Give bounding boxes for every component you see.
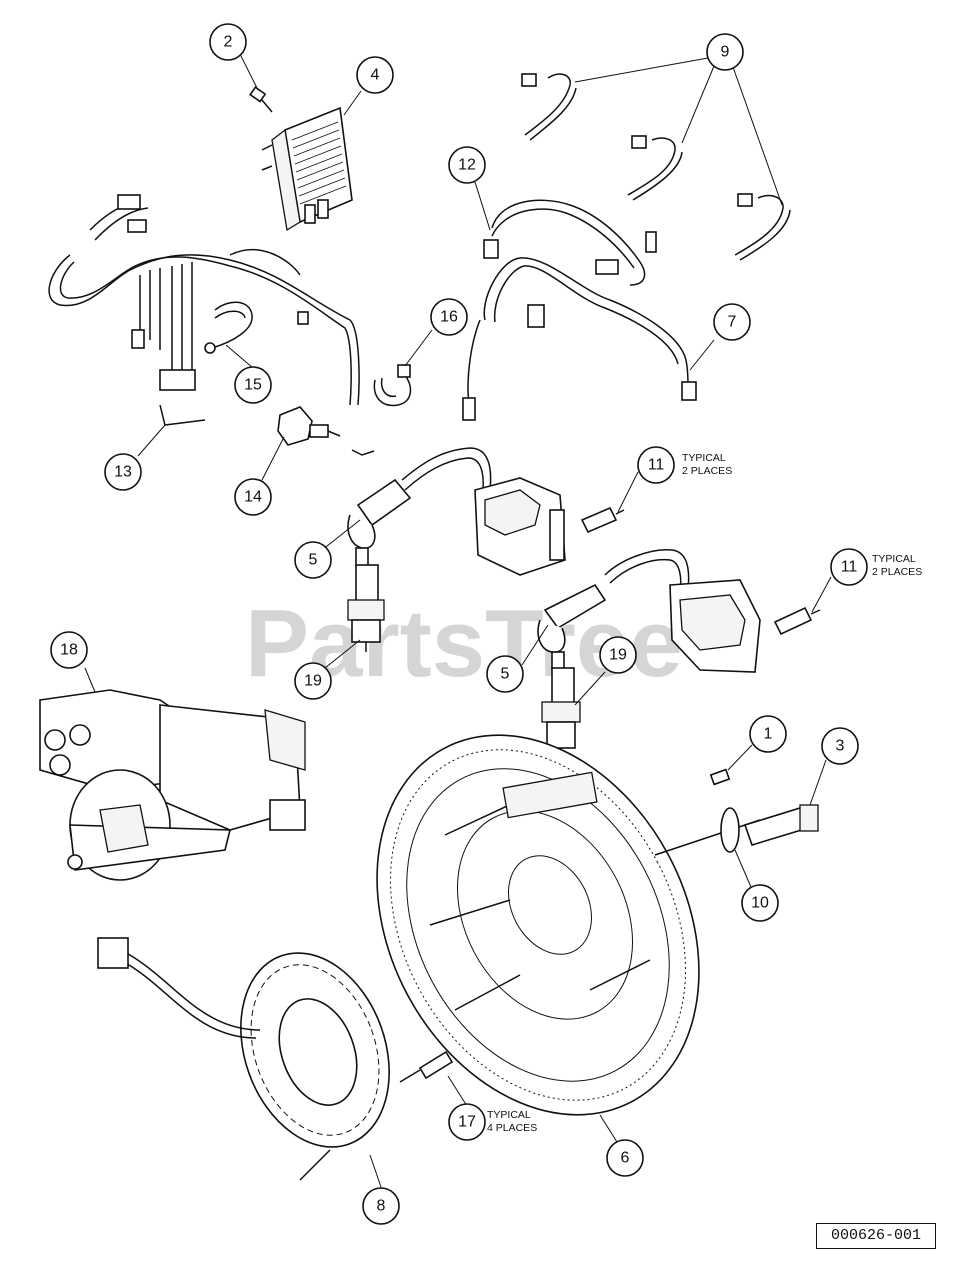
svg-text:8: 8 [377, 1198, 386, 1215]
note-11-lower-line1: TYPICAL [872, 553, 916, 565]
svg-text:9: 9 [721, 44, 730, 61]
washer-10 [720, 807, 740, 853]
callout-6: 6 [606, 1139, 644, 1177]
screw-11-lower [773, 606, 821, 636]
callout-9: 9 [706, 33, 744, 71]
callout-10: 10 [741, 884, 779, 922]
spark-plug-19-upper [347, 564, 385, 652]
wiring-harness [48, 194, 360, 426]
leader-lines [84, 51, 832, 1191]
wire-12 [483, 199, 657, 286]
svg-text:3: 3 [836, 738, 845, 755]
svg-text:13: 13 [114, 464, 132, 481]
screw-2 [249, 86, 273, 113]
callout-14: 14 [234, 478, 272, 516]
svg-text:4: 4 [371, 67, 380, 84]
svg-text:7: 7 [728, 314, 737, 331]
callout-12: 12 [448, 146, 486, 184]
svg-text:5: 5 [501, 666, 510, 683]
ignition-module-lower [537, 549, 761, 673]
svg-text:17: 17 [458, 1114, 476, 1131]
callout-4: 4 [356, 56, 394, 94]
callout-5-upper: 5 [294, 541, 332, 579]
clamp-15 [204, 301, 253, 354]
spark-plug-19-lower [541, 667, 581, 758]
callout-7: 7 [713, 303, 751, 341]
svg-text:14: 14 [244, 489, 262, 506]
callout-3: 3 [821, 727, 859, 765]
svg-text:18: 18 [60, 642, 78, 659]
clip-16 [373, 364, 412, 407]
note-17-line1: TYPICAL [487, 1109, 531, 1121]
note-11-upper-line1: TYPICAL [682, 452, 726, 464]
note-17-line2: 4 PLACES [487, 1122, 537, 1134]
note-11-lower-line2: 2 PLACES [872, 566, 922, 578]
callout-19-upper: 19 [294, 662, 332, 700]
callout-16: 16 [430, 298, 468, 336]
rectifier-regulator [261, 106, 353, 232]
oil-pressure-switch-14 [277, 406, 375, 456]
callout-17: 17 [448, 1103, 486, 1141]
key-1 [709, 768, 731, 786]
svg-text:12: 12 [458, 157, 476, 174]
svg-text:15: 15 [244, 377, 262, 394]
svg-text:10: 10 [751, 895, 769, 912]
callout-2: 2 [209, 23, 247, 61]
ignition-module-upper [347, 447, 566, 576]
svg-text:1: 1 [764, 726, 773, 743]
svg-text:19: 19 [609, 647, 627, 664]
note-11-upper-line2: 2 PLACES [682, 465, 732, 477]
callout-19-lower: 19 [599, 636, 637, 674]
starter-motor-18 [39, 689, 306, 881]
svg-text:11: 11 [841, 559, 858, 576]
callout-18: 18 [50, 631, 88, 669]
diagram-id: 000626-001 [816, 1223, 936, 1249]
svg-text:16: 16 [440, 309, 458, 326]
callout-11-lower: 11 [830, 548, 868, 586]
stator-8 [97, 937, 390, 1181]
svg-text:11: 11 [648, 457, 665, 474]
callout-11-upper: 11 [637, 446, 675, 484]
svg-text:6: 6 [621, 1150, 630, 1167]
callout-15: 15 [234, 366, 272, 404]
svg-text:19: 19 [304, 673, 322, 690]
svg-text:5: 5 [309, 552, 318, 569]
screw-11-upper [580, 506, 625, 534]
callout-8: 8 [362, 1187, 400, 1225]
svg-text:2: 2 [224, 34, 233, 51]
callout-13: 13 [104, 453, 142, 491]
callout-1: 1 [749, 715, 787, 753]
callout-5-lower: 5 [486, 655, 524, 693]
cable-ties-9 [521, 73, 791, 261]
bolt-17 [399, 1050, 454, 1083]
flywheel-6 [376, 734, 761, 1116]
flywheel-nut-3 [743, 804, 819, 846]
wire-7 [462, 257, 697, 421]
